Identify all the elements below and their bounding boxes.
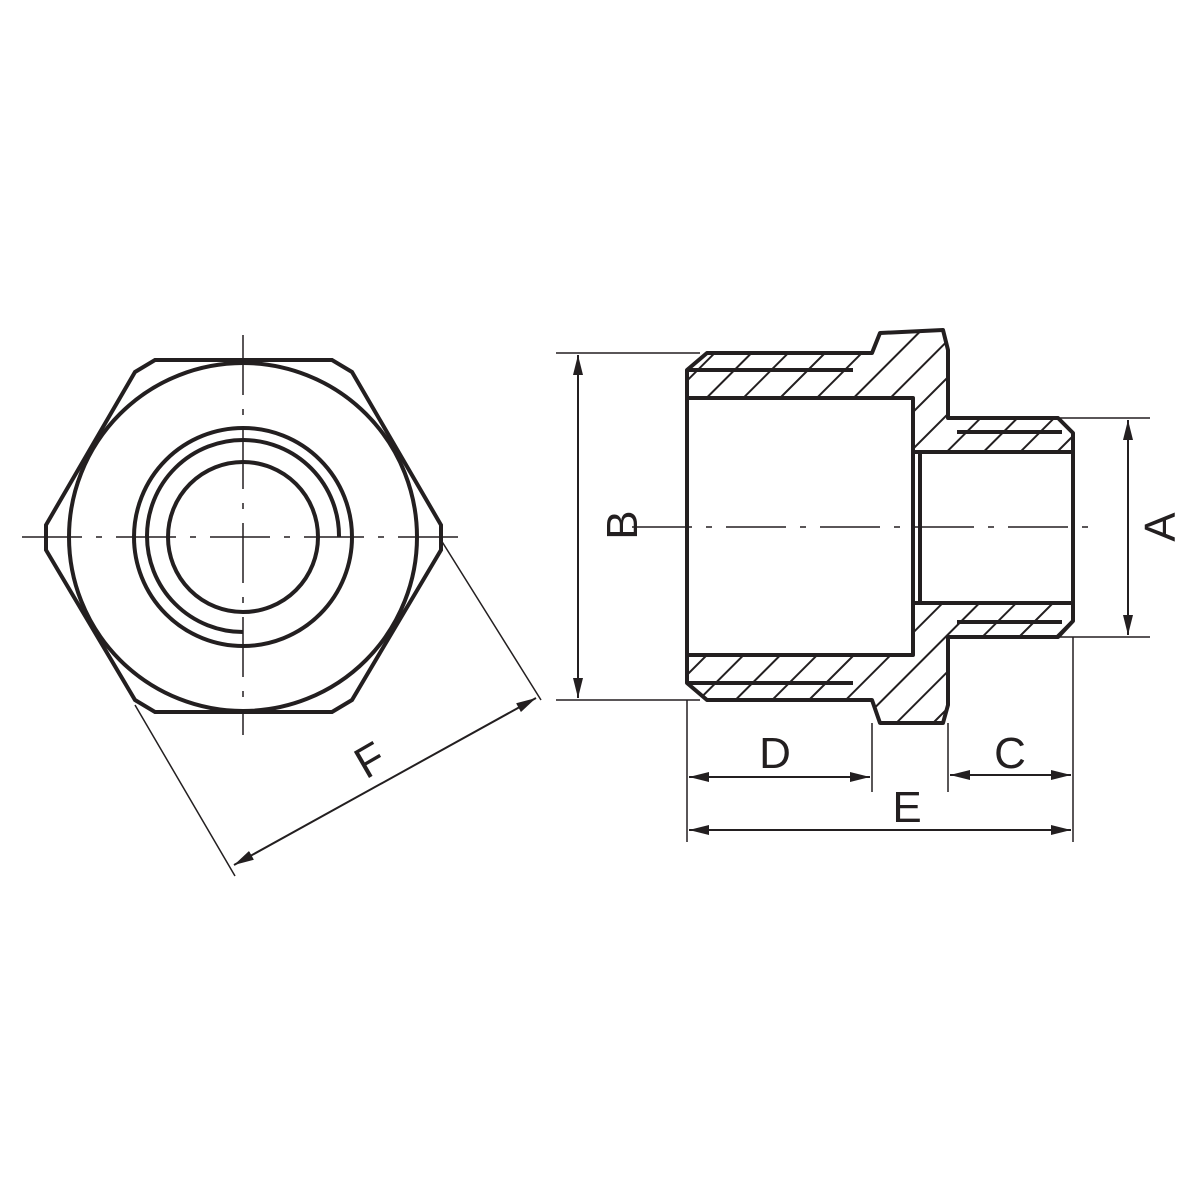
label-a: A — [1136, 512, 1185, 542]
label-d: D — [759, 729, 791, 778]
label-b: B — [598, 510, 647, 539]
thread-spiral — [145, 438, 342, 634]
hex-end-view — [22, 335, 458, 735]
label-c: C — [994, 729, 1026, 778]
dimension-f — [134, 539, 542, 877]
f-dimension-line — [233, 697, 537, 866]
section-view — [632, 328, 1100, 725]
dimension-lines — [556, 352, 1150, 842]
f-extension-line-1 — [440, 539, 542, 701]
f-extension-line-2 — [134, 704, 236, 877]
label-e: E — [892, 783, 921, 832]
